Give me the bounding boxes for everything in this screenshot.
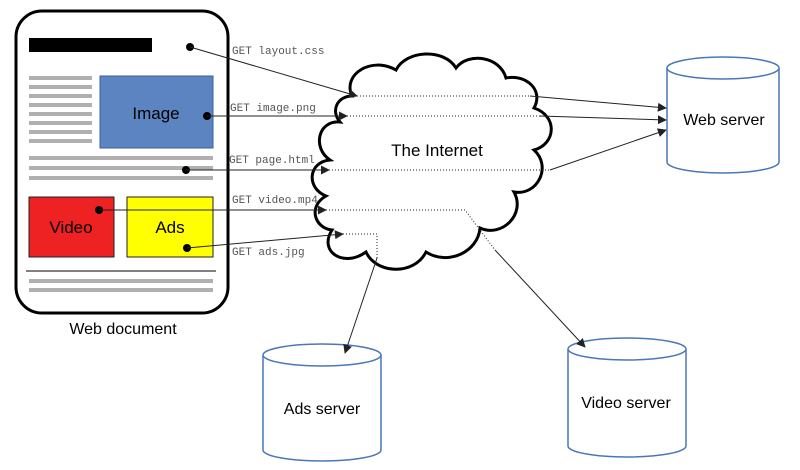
request-layout-css: GET layout.css (186, 43, 667, 112)
text-lines-bottom (29, 279, 213, 292)
video-server: Video server (567, 337, 687, 458)
ads-server-top (262, 343, 382, 367)
video-server-top (567, 337, 687, 361)
ads-dotted (343, 233, 378, 258)
web-server: Web server (666, 56, 780, 174)
document-frame (14, 9, 230, 315)
request-page-html: GET page.html (182, 128, 667, 175)
layout-request-label: GET layout.css (232, 46, 324, 58)
ads-server: Ads server (262, 343, 382, 462)
video-dotted (326, 209, 496, 251)
text-lines-left (29, 76, 92, 143)
web-server-top (666, 56, 780, 80)
page-to-server (549, 128, 667, 171)
image-request-label: GET image.png (230, 103, 316, 115)
video-label: Video (49, 218, 92, 237)
ads-server-cylinder (262, 355, 382, 462)
image-block (99, 75, 214, 149)
video-server-cylinder (567, 349, 687, 458)
web-server-cylinder (666, 68, 780, 174)
document-title-bar (29, 38, 152, 52)
document-caption: Web document (69, 321, 177, 338)
video-server-label: Video server (581, 395, 671, 412)
request-video-mp4: GET video.mp4 (95, 195, 586, 348)
ads-server-label: Ads server (284, 401, 361, 418)
layout-arrow (189, 46, 358, 99)
ads-label: Ads (155, 218, 184, 237)
image-label: Image (132, 104, 179, 123)
layout-to-server (529, 95, 667, 112)
image-to-server (539, 115, 667, 125)
web-server-label: Web server (683, 112, 765, 129)
request-ads-jpg: GET ads.jpg (183, 230, 378, 354)
request-image-png: GET image.png (203, 103, 667, 125)
video-request-label: GET video.mp4 (232, 195, 318, 207)
web-document: Image Video Ads Web document (14, 9, 230, 338)
ads-to-server (343, 257, 378, 354)
cloud-shape (310, 52, 553, 271)
video-to-server (494, 249, 586, 348)
cloud-label: The Internet (391, 141, 483, 160)
ads-arrow (186, 230, 344, 249)
text-lines-middle (29, 156, 213, 180)
internet-cloud: The Internet (310, 52, 553, 271)
ads-request-label: GET ads.jpg (232, 247, 305, 259)
page-request-label: GET page.html (229, 155, 315, 167)
